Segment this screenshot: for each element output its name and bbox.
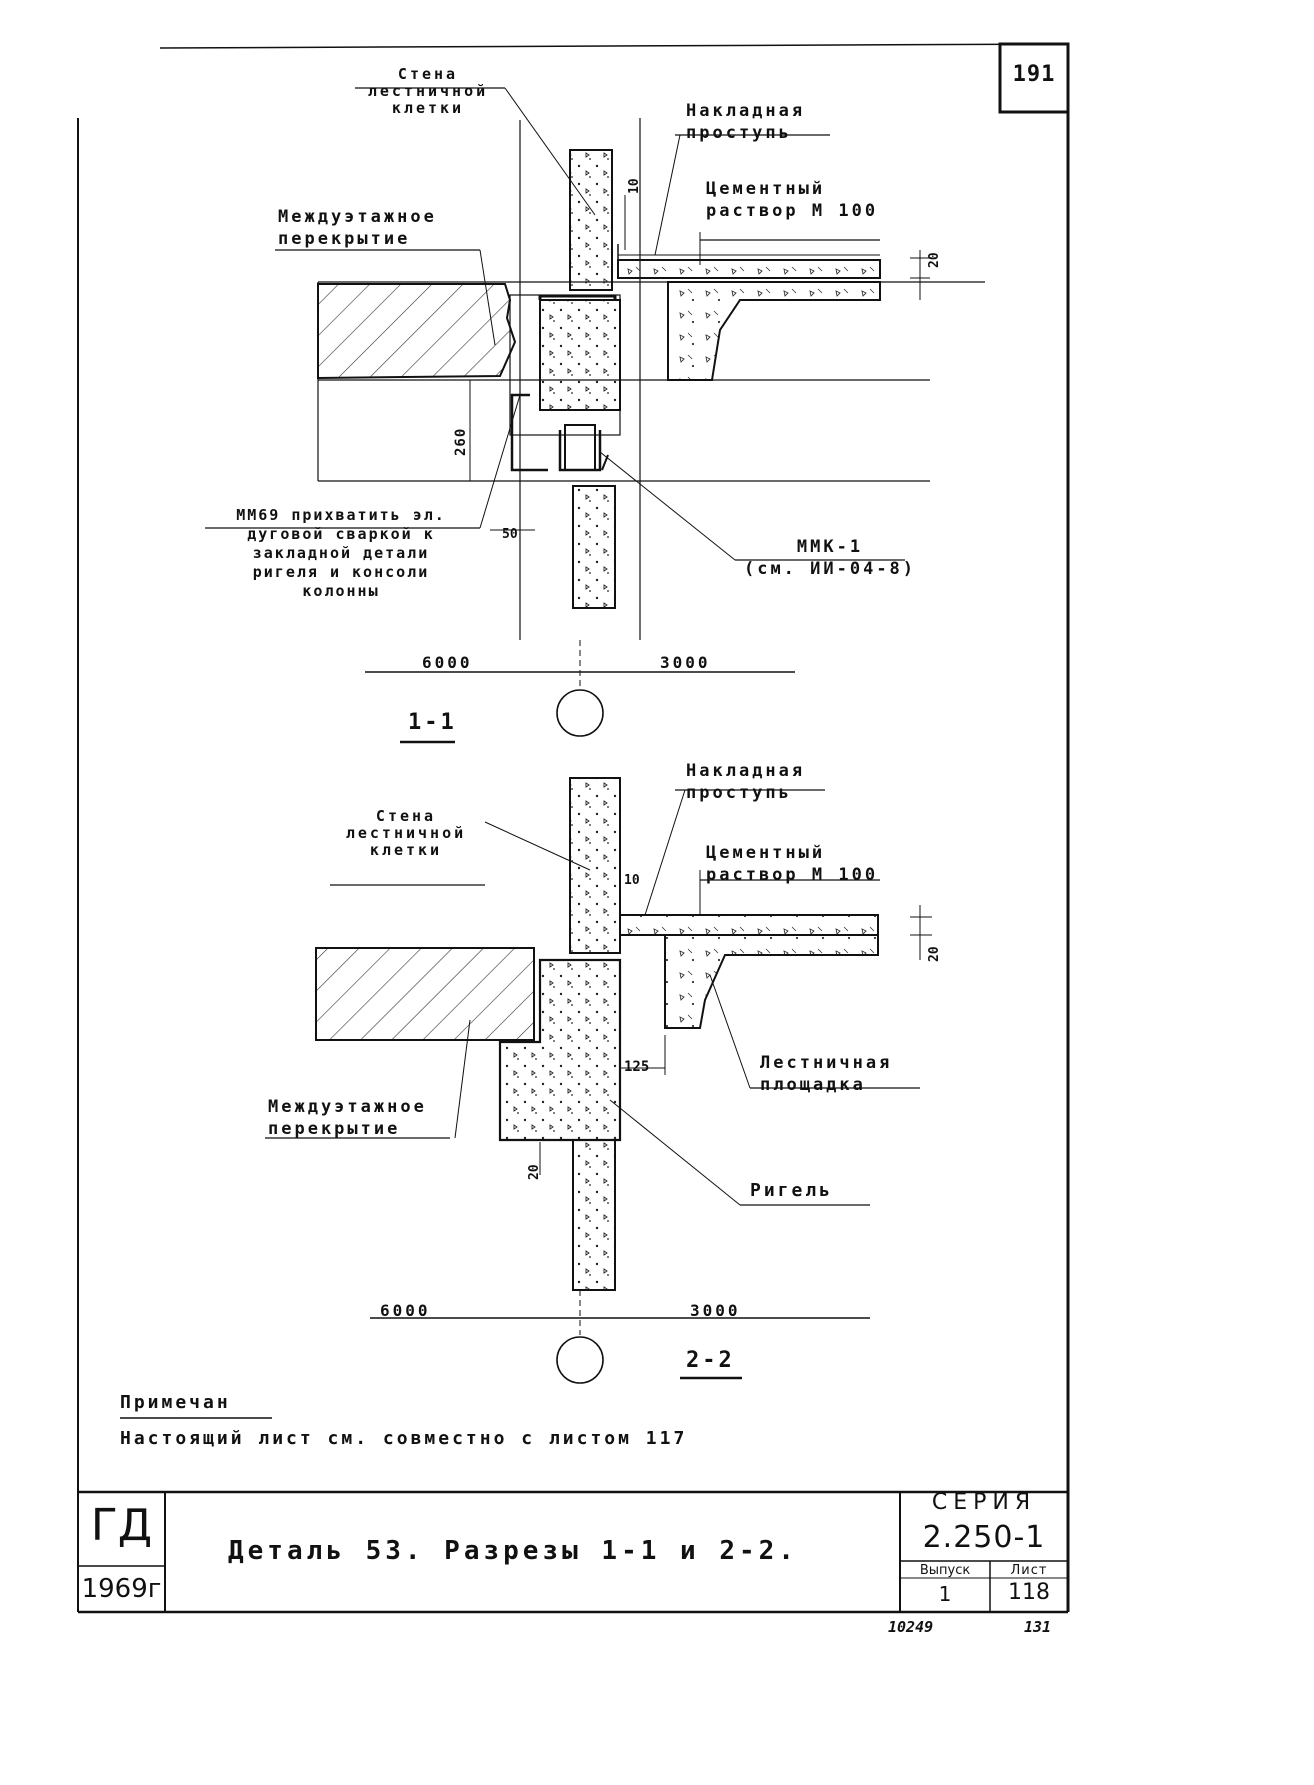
sheet-value: 118	[1008, 1580, 1050, 1605]
s2-wall-label: Стена лестничной клетки	[326, 808, 486, 859]
sheet-number-top: 191	[1012, 62, 1056, 87]
s1-dim-20: 20	[927, 252, 942, 268]
s2-dim-20b: 20	[527, 1164, 542, 1180]
s1-tread-line1: Накладная	[686, 101, 806, 121]
s1-tread-line2: проступь	[686, 123, 792, 143]
s1-mmk-line2: (см. ИИ-04-8)	[743, 559, 917, 579]
sheet-frame	[77, 42, 1070, 1614]
year: 1969г	[81, 1574, 162, 1604]
s2-wall-line2: лестничной	[345, 824, 467, 842]
s1-floor-line1: Междуэтажное	[278, 207, 437, 227]
s2-tread-label: Накладная проступь	[686, 760, 805, 804]
s1-weld-line5: колонны	[302, 582, 380, 600]
s2-mortar-line1: Цементный	[706, 843, 826, 863]
s2-mortar-label: Цементный раствор М 100	[706, 842, 878, 886]
note-heading: Примечан	[120, 1392, 231, 1413]
sheet-label: Лист	[1010, 1563, 1048, 1578]
s1-dim-260: 260	[453, 427, 469, 456]
drawing-title: Деталь 53. Разрезы 1-1 и 2-2.	[228, 1536, 798, 1566]
s2-floor-label: Междуэтажное перекрытие	[268, 1096, 427, 1140]
s1-mortar-line1: Цементный	[706, 179, 826, 199]
note-text: Настоящий лист см. совместно с листом 11…	[120, 1428, 688, 1449]
s1-floor-label: Междуэтажное перекрытие	[278, 206, 437, 250]
s1-dim-50: 50	[502, 527, 518, 542]
footer-left-number: 10249	[888, 1618, 934, 1636]
s2-dim-125: 125	[624, 1059, 650, 1075]
s1-dim-10: 10	[627, 178, 642, 194]
s2-floor-line2: перекрытие	[268, 1119, 401, 1139]
s2-landing-line2: площадка	[760, 1075, 866, 1095]
s1-weld-line1: ММ69 прихватить эл.	[236, 506, 446, 524]
s2-tread-line1: Накладная	[686, 761, 806, 781]
section-2-2-drawing	[265, 777, 932, 1384]
s2-landing-line1: Лестничная	[760, 1053, 893, 1073]
s2-axis-right: 3000	[690, 1301, 741, 1320]
org-logo: ГД	[90, 1500, 153, 1551]
series-label: СЕРИЯ	[931, 1490, 1037, 1515]
s1-weld-line4: ригеля и консоли	[252, 563, 430, 581]
s1-weld-note: ММ69 прихватить эл. дуговой сваркой к за…	[196, 506, 486, 601]
s2-landing-label: Лестничная площадка	[760, 1052, 892, 1096]
section-1-1-drawing	[205, 87, 985, 744]
s1-wall-line1: Стена	[397, 65, 459, 83]
s1-tread-label: Накладная проступь	[686, 100, 805, 144]
s2-section-title: 2-2	[686, 1348, 735, 1373]
issue-value: 1	[938, 1582, 952, 1606]
issue-label: Выпуск	[919, 1563, 971, 1578]
s1-mmk-line1: ММК-1	[796, 537, 864, 557]
s1-floor-line2: перекрытие	[278, 229, 411, 249]
s1-wall-line3: клетки	[391, 99, 465, 117]
s1-mortar-label: Цементный раствор М 100	[706, 178, 878, 222]
s2-wall-line3: клетки	[369, 841, 443, 859]
s1-mmk-label: ММК-1 (см. ИИ-04-8)	[740, 536, 920, 580]
s2-mortar-line2: раствор М 100	[706, 865, 879, 885]
s1-axis-left: 6000	[422, 653, 473, 672]
s1-weld-line2: дуговой сваркой к	[247, 525, 435, 543]
s2-wall-line1: Стена	[375, 807, 437, 825]
s2-tread-line2: проступь	[686, 783, 792, 803]
footer-right-number: 131	[1024, 1618, 1052, 1636]
s2-dim-10: 10	[624, 873, 640, 888]
s1-weld-line3: закладной детали	[252, 544, 430, 562]
s2-axis-left: 6000	[380, 1301, 431, 1320]
series-value: 2.250-1	[922, 1520, 1046, 1555]
s1-wall-line2: лестничной	[367, 82, 489, 100]
title-block-frame	[78, 1490, 1068, 1612]
s1-wall-label: Стена лестничной клетки	[358, 66, 498, 117]
s1-mortar-line2: раствор М 100	[706, 201, 879, 221]
s2-beam-label: Ригель	[750, 1180, 834, 1201]
s2-dim-20a: 20	[927, 946, 942, 962]
s1-section-title: 1-1	[408, 710, 457, 735]
s2-floor-line1: Междуэтажное	[268, 1097, 427, 1117]
s1-axis-right: 3000	[660, 653, 711, 672]
